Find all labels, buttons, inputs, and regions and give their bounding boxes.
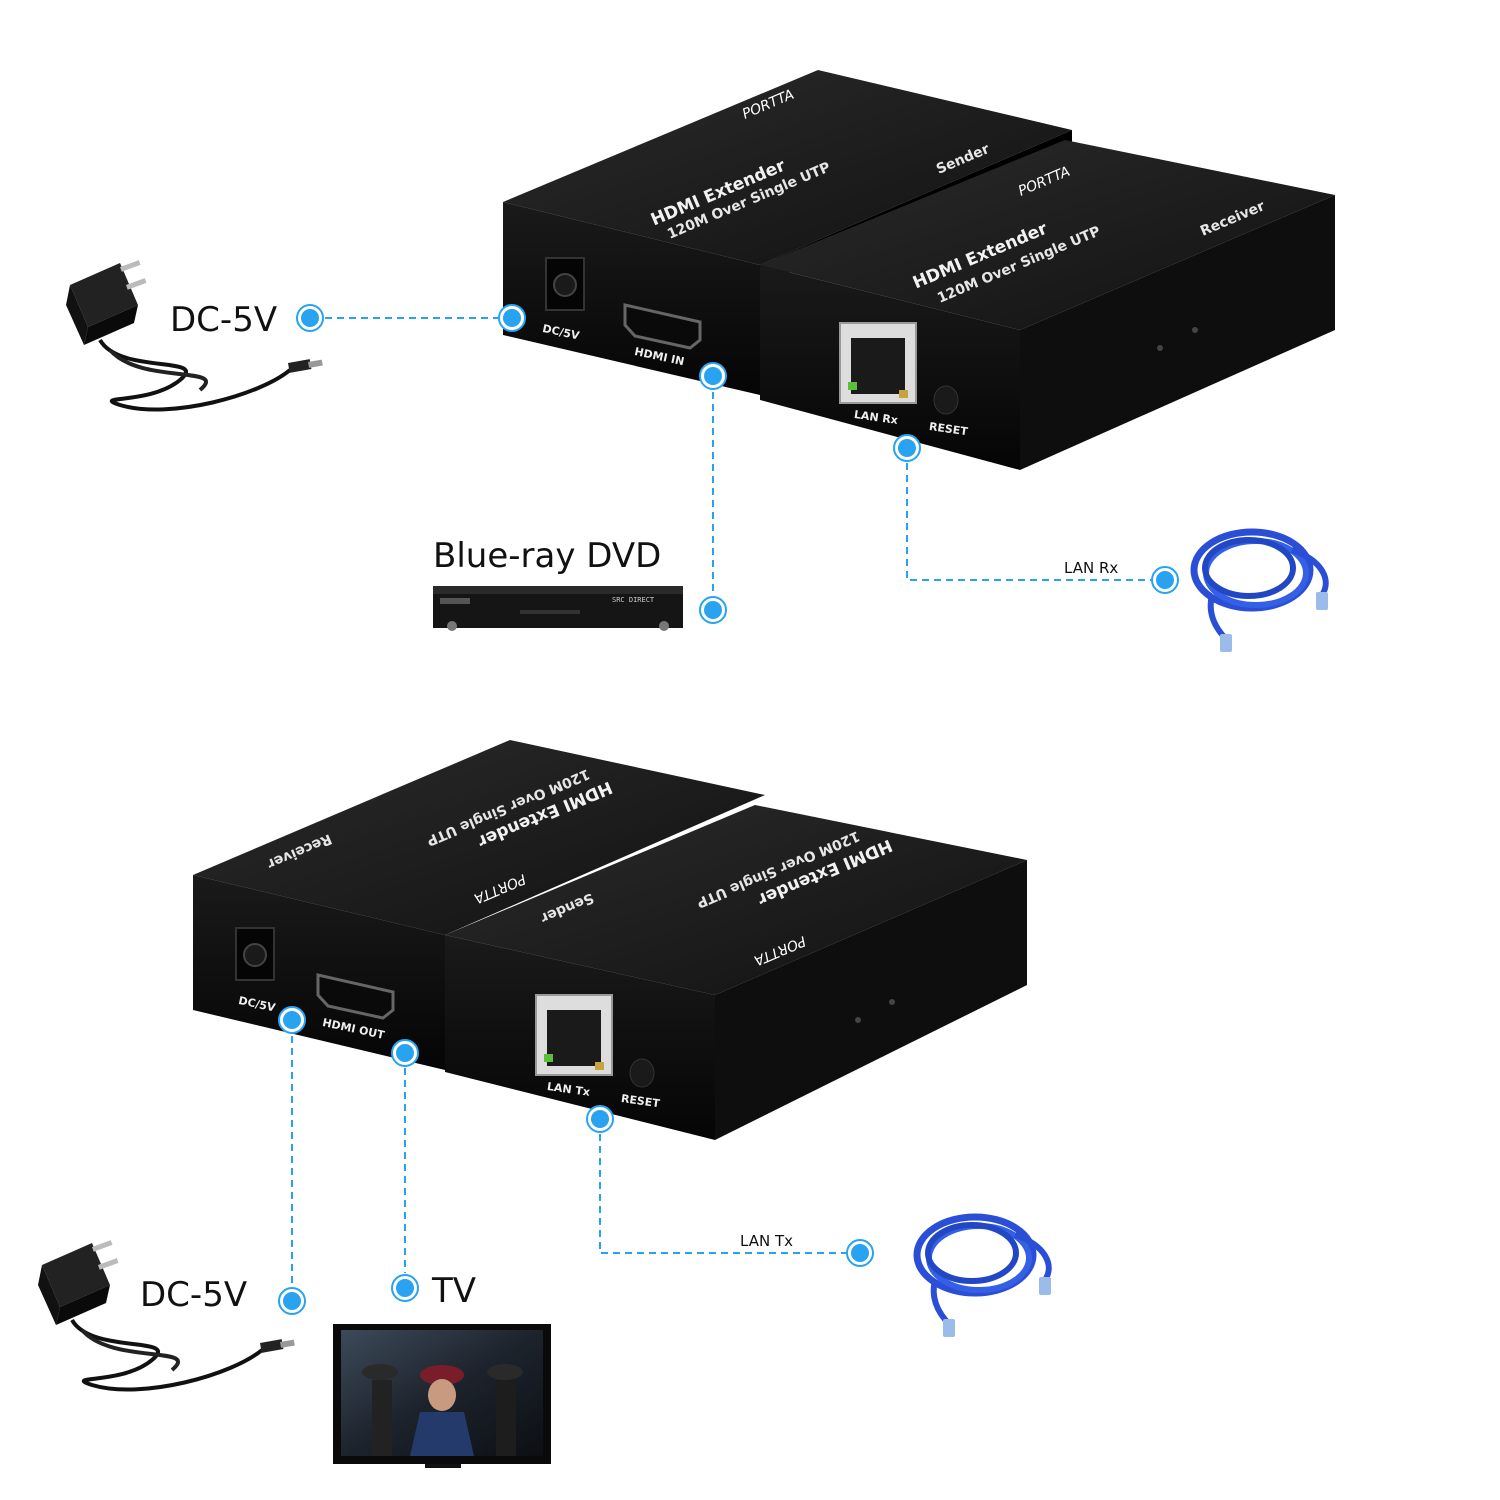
top-reset-button: [933, 385, 959, 415]
top-callout-source-label: Blue-ray DVD: [433, 536, 662, 576]
top-callout-lan-cable: [1151, 566, 1179, 594]
top-callout-lan-port: [893, 434, 921, 462]
bottom-dc-jack: [235, 927, 275, 981]
bottom-lan-cable: [917, 1217, 1051, 1337]
bottom-connector-lines: [291, 1036, 846, 1286]
top-callout-dc-port: [498, 304, 526, 332]
bottom-callout-hdmi-port: [391, 1039, 419, 1067]
dvd-panel-text: SRC DIRECT: [612, 596, 655, 604]
top-connector-lines: [325, 317, 1152, 595]
bottom-callout-power-label: DC-5V: [140, 1275, 248, 1315]
bottom-lan-tx-port: [535, 994, 613, 1076]
top-callout-lan-label: LAN Rx: [1064, 559, 1119, 577]
top-callout-dvd: [699, 596, 727, 624]
bottom-callout-lan-port: [586, 1105, 614, 1133]
bottom-callout-display-label: TV: [432, 1271, 477, 1311]
top-receiver-box: [760, 140, 1335, 470]
bottom-receiver-box: [193, 740, 765, 1070]
tv-display: [333, 1324, 551, 1468]
bluray-player: [433, 586, 683, 631]
bottom-hdmi-out-port: [316, 973, 395, 1020]
top-hdmi-in-port: [623, 303, 702, 350]
bottom-callout-lan-label: LAN Tx: [740, 1232, 793, 1250]
bottom-callout-dc-left: [278, 1287, 306, 1315]
top-callout-dc-left: [296, 304, 324, 332]
top-callout-power-label: DC-5V: [170, 300, 278, 340]
top-callout-hdmi-port: [699, 362, 727, 390]
bottom-callout-lan-cable: [846, 1239, 874, 1267]
top-lan-rx-port: [839, 322, 917, 404]
top-dc-jack: [545, 257, 585, 311]
bottom-callout-tv: [391, 1274, 419, 1302]
bottom-callout-dc-port: [278, 1006, 306, 1034]
bottom-reset-button: [629, 1058, 655, 1088]
top-lan-cable: [1194, 532, 1328, 652]
